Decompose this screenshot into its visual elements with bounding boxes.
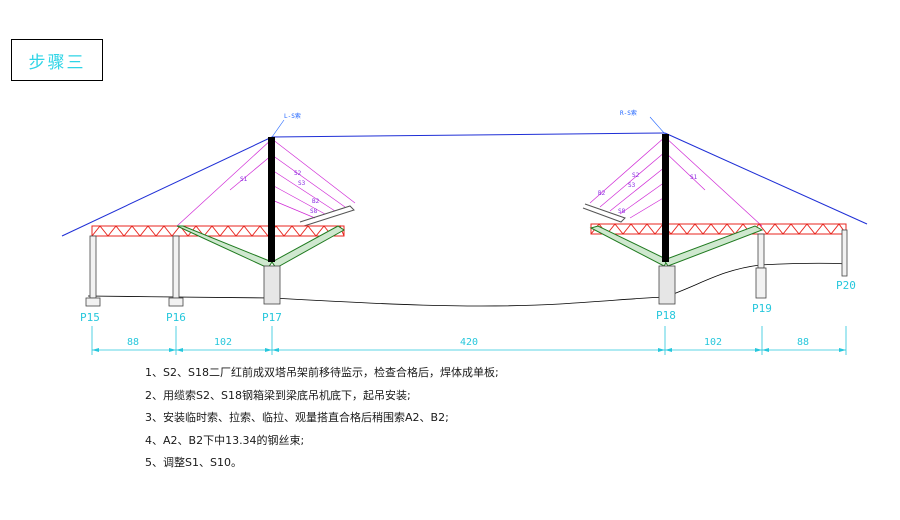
p16-column (172, 235, 180, 299)
dim-arrow (755, 348, 762, 352)
construction-notes: 1、S2、S18二厂红前成双塔吊架前移待监示，检查合格后，焊体成单板; 2、用缆… (145, 362, 499, 475)
left-cable-label: S8 (310, 208, 318, 215)
right-cable (664, 151, 706, 191)
main-pier-bases (263, 265, 676, 305)
left-tower-tag-leader (271, 119, 285, 138)
p16-footing (168, 297, 184, 307)
backstay-right (664, 132, 868, 225)
p15-footing (85, 297, 101, 307)
dim-arrow (658, 348, 665, 352)
dim-arrow (762, 348, 769, 352)
step-title: 步骤三 (28, 52, 86, 73)
dim-arrow (272, 348, 279, 352)
p18-base (658, 265, 676, 305)
dim-arrow (839, 348, 846, 352)
left-tower-tag: L-S索 (284, 112, 301, 120)
left-lifting-segment (299, 205, 355, 227)
dim-arrow (665, 348, 672, 352)
left-cable-label: S3 (298, 180, 306, 187)
right-tower-tag-leader (649, 116, 666, 135)
span-dimension: 102 (704, 337, 722, 348)
pier-label-p19: P19 (752, 302, 772, 315)
backstay-left (61, 136, 273, 237)
left-cable-label: S2 (294, 170, 302, 177)
right-cable (629, 196, 666, 219)
right-cable (589, 136, 666, 204)
left-stay-cables (176, 138, 356, 227)
note-item: 4、A2、B2下中13.34的钢丝束; (145, 433, 305, 447)
p19-piles (755, 267, 767, 299)
ground-line (87, 262, 847, 307)
note-item: 1、S2、S18二厂红前成双塔吊架前移待监示，检查合格后，焊体成单板; (145, 366, 499, 379)
left-cable (229, 154, 273, 191)
left-truss-web (91, 225, 345, 237)
left-tower (268, 137, 275, 262)
dimension-line (91, 326, 847, 355)
note-item: 5、调整S1、S10。 (145, 456, 242, 469)
pier-label-p16: P16 (166, 311, 186, 324)
right-cable-label: S3 (628, 182, 636, 189)
span-dimension: 88 (127, 337, 139, 348)
span-dimension: 102 (214, 337, 232, 348)
right-cable (664, 136, 763, 227)
left-cable (271, 138, 356, 204)
note-item: 2、用缆索S2、S18钢箱梁到梁底吊机底下，起吊安装; (145, 388, 411, 402)
left-deck-truss (91, 225, 345, 237)
left-cable (271, 199, 316, 219)
left-v-leg-east (271, 225, 345, 269)
right-v-leg-east (663, 225, 764, 267)
deck-trusses (91, 223, 847, 237)
right-cable-label: B2 (598, 190, 606, 197)
span-dimension: 420 (460, 337, 478, 348)
lifting-segments (299, 203, 626, 227)
left-cable (271, 154, 346, 208)
side-piers (85, 229, 848, 307)
dimension-arrows (92, 348, 846, 352)
left-cable (271, 184, 326, 215)
pier-label-p17: P17 (262, 311, 282, 324)
pier-label-p15: P15 (80, 311, 100, 324)
right-cable-label: S2 (632, 172, 640, 179)
right-stay-cables (589, 136, 763, 227)
dim-arrow (265, 348, 272, 352)
right-cable-label: S1 (690, 174, 698, 181)
right-cable (599, 151, 666, 208)
p20-column (841, 229, 848, 277)
p15-column (89, 235, 97, 299)
left-cable (271, 169, 336, 212)
dim-arrow (176, 348, 183, 352)
left-cable-label: B2 (312, 198, 320, 205)
right-tower (662, 134, 669, 262)
left-cable (176, 138, 273, 227)
p19-column (757, 233, 765, 269)
main-cables (61, 132, 868, 237)
left-cable-label: S1 (240, 176, 248, 183)
step-title-box: 步骤三 (11, 39, 103, 81)
left-v-leg-west (176, 225, 273, 269)
right-tower-tag: R-S索 (620, 109, 637, 117)
main-span-cable (271, 132, 666, 138)
dim-arrow (92, 348, 99, 352)
pier-label-p20: P20 (836, 279, 856, 292)
right-cable-label: S8 (618, 208, 626, 215)
span-dimension: 88 (797, 337, 809, 348)
right-cable (619, 181, 666, 215)
right-cable (609, 166, 666, 212)
pier-label-p18: P18 (656, 309, 676, 322)
v-legs (176, 225, 764, 269)
note-item: 3、安装临时索、拉索、临拉、观量搭直合格后稍围索A2、B2; (145, 411, 449, 424)
right-truss-web (590, 223, 847, 235)
right-lifting-segment (582, 203, 626, 223)
dim-arrow (169, 348, 176, 352)
p17-base (263, 265, 281, 305)
